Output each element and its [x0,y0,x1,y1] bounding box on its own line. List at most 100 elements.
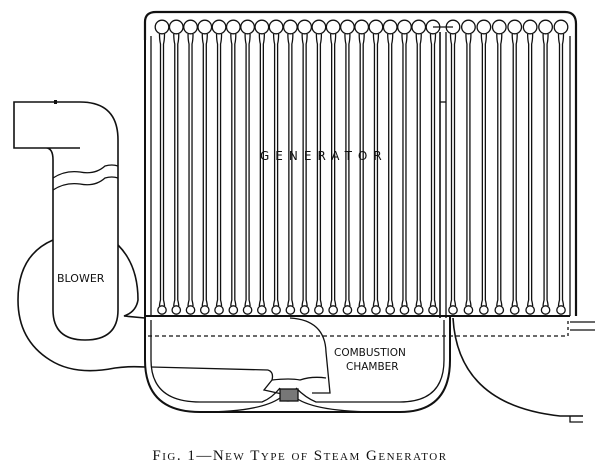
bottom-header-drum [540,305,551,315]
air-passage [262,369,283,395]
water-tube [301,33,308,307]
top-header-drum [491,19,507,35]
water-tube [158,33,166,307]
bottom-header-drum [157,305,167,315]
flue-curve [452,317,583,417]
bottom-header-drum [285,305,296,315]
water-tube [429,33,437,307]
combustion-chamber-inner [150,320,445,403]
top-header-drum [460,19,476,35]
blower-label: BLOWER [57,272,105,285]
bottom-header-drum [463,305,474,315]
water-tube [557,33,565,307]
bottom-header-drum [199,305,210,315]
water-tube [201,33,208,307]
combustion-chamber-outer [144,316,451,413]
steam-outlet-pipe [570,321,595,331]
water-tube [230,33,237,307]
bottom-header-drum [556,305,566,315]
water-tube [480,33,488,307]
water-tube [465,33,472,307]
top-header-drum [297,19,313,35]
top-header-drum [397,19,412,35]
blower-duct [13,101,119,341]
water-tube [258,33,265,307]
bottom-header-drum [479,305,489,315]
top-header-drum [282,19,298,35]
combustion-label-line2: CHAMBER [346,361,399,373]
bottom-header-drum [428,305,438,315]
top-header-drum [240,19,256,35]
top-header-drum [183,19,198,35]
water-tube [244,33,251,307]
water-tube [496,33,503,307]
water-tube [344,33,351,307]
bottom-header-drum [185,305,196,315]
water-tube [173,33,180,307]
top-header-drum [168,19,184,35]
water-tube [187,33,194,307]
water-tube [449,33,457,307]
bottom-header-drum [328,305,339,315]
water-tube [372,33,380,307]
bottom-header-drum [494,305,505,315]
bottom-header-drum [509,305,520,315]
top-header-drum [538,19,554,35]
combustion-label-line1: COMBUSTION [334,347,406,359]
top-header-drum [325,19,341,35]
top-header-drum [354,19,370,35]
water-tube [358,33,365,307]
water-tube [387,33,394,307]
bottom-header-drum [371,305,381,315]
top-header-drum [507,19,523,35]
blower-scroll [17,239,146,372]
bottom-header-drum [385,305,396,315]
top-header-drum [197,19,213,35]
water-tube [215,33,223,307]
top-header-drum [522,19,538,35]
bottom-header-drum [228,305,239,315]
top-header-drum [211,19,227,35]
water-tube [287,33,294,307]
figure-caption: Fig. 1—New Type of Steam Generator [152,448,448,464]
bottom-header-drum [299,305,310,315]
tube-bank [154,19,569,315]
bottom-header-drum [342,305,353,315]
flue-outlet [569,416,583,423]
water-tube [542,33,549,307]
bottom-header-drum [314,305,324,315]
top-header-drum [254,19,270,35]
bottom-header-drum [256,305,267,315]
bottom-header-drum [214,305,224,315]
top-header-drum [553,19,569,35]
bottom-header-drum [399,305,410,315]
top-header-drum [382,19,398,35]
air-passage-top [150,366,269,371]
top-header-drum [225,19,241,35]
bottom-header-drum [271,305,281,315]
blower-break-lines [52,164,119,191]
bottom-header-drum [242,305,253,315]
bottom-header-drum [448,305,458,315]
bottom-header-drum [525,305,535,315]
top-header-drum [339,19,355,35]
generator-label: GENERATOR [260,149,388,163]
burner-nozzle [279,388,299,402]
top-header-drum [154,19,170,35]
water-tube [330,33,337,307]
water-tube [401,33,408,307]
top-header-drum [476,19,492,35]
bottom-header-drum [356,305,367,315]
water-tube [272,33,280,307]
top-header-drum [411,19,427,35]
bottom-header-drum [171,305,182,315]
water-tube [526,33,534,307]
top-header-drum [368,19,384,35]
flame-hood [271,317,331,394]
water-tube [315,33,323,307]
water-tube [415,33,422,307]
generator-casing [143,10,578,316]
bottom-header-drum [413,305,424,315]
top-header-drum [268,19,284,35]
